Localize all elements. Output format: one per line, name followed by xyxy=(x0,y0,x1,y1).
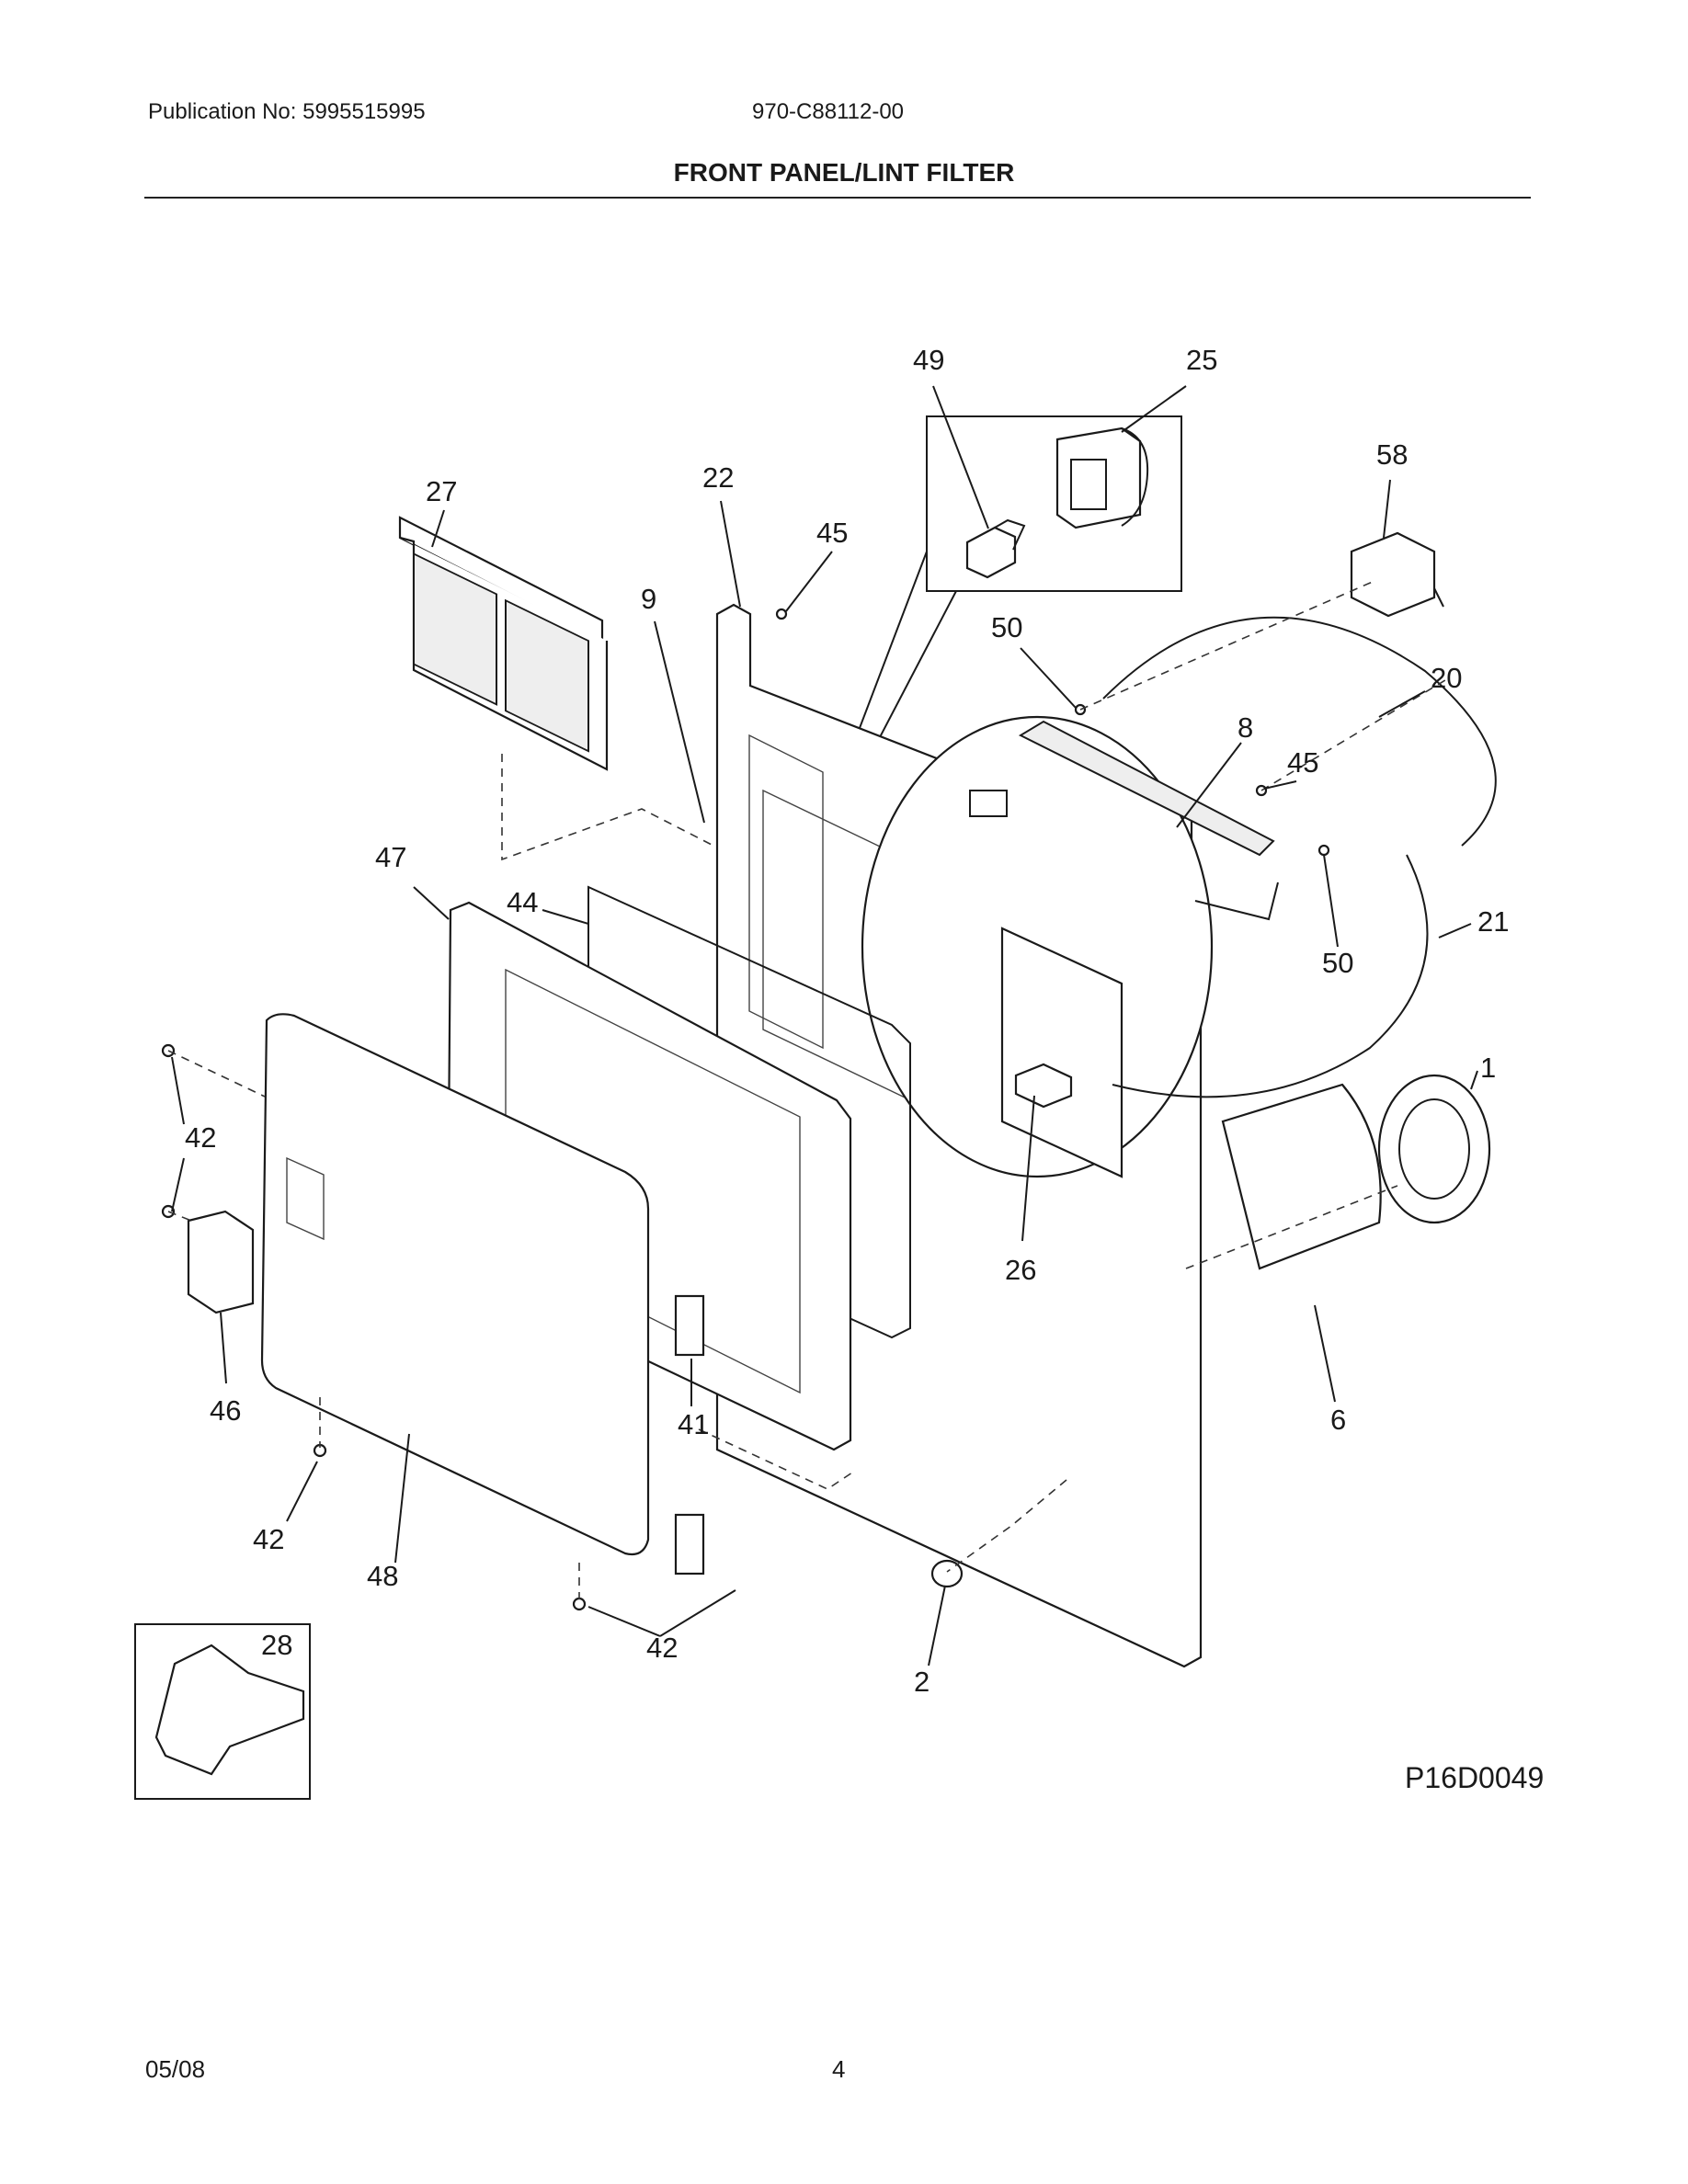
callout-26: 26 xyxy=(1005,1254,1036,1286)
callout-25: 25 xyxy=(1186,344,1217,376)
part-26-switch xyxy=(1014,1063,1073,1109)
model-number: 970-C88112-00 xyxy=(752,99,905,124)
callout-50-upper: 50 xyxy=(991,611,1022,643)
part-41-hinge-upper xyxy=(674,1294,705,1357)
footer-date: 05/08 xyxy=(145,2055,206,2083)
publication-number: Publication No: 5995515995 xyxy=(148,99,426,124)
callout-42-left: 42 xyxy=(185,1121,216,1154)
callout-42-bottom-left: 42 xyxy=(253,1523,284,1555)
part-49-connector xyxy=(965,526,1017,579)
part-20-seal xyxy=(1102,616,1497,847)
part-46-handle xyxy=(187,1210,255,1314)
callout-50-lower: 50 xyxy=(1322,947,1353,979)
callout-41: 41 xyxy=(678,1408,709,1440)
page-title: FRONT PANEL/LINT FILTER xyxy=(673,158,1015,187)
callout-1: 1 xyxy=(1480,1052,1496,1084)
title-rule xyxy=(144,197,1531,199)
callout-2: 2 xyxy=(914,1666,930,1698)
callout-28: 28 xyxy=(261,1629,292,1661)
part-41-hinge-lower xyxy=(674,1513,705,1575)
callout-9: 9 xyxy=(641,583,656,615)
callout-27: 27 xyxy=(426,475,457,507)
callout-47: 47 xyxy=(375,841,406,873)
screw-45-a xyxy=(775,608,788,620)
diagram-code: P16D0049 xyxy=(1405,1761,1545,1794)
part-2-foot xyxy=(930,1559,964,1588)
part-27-lint-filter xyxy=(398,516,609,771)
callout-45-right: 45 xyxy=(1287,746,1318,779)
callout-48: 48 xyxy=(367,1560,398,1592)
callout-44: 44 xyxy=(507,886,538,918)
part-8-lint-housing xyxy=(1018,720,1275,857)
part-25-housing xyxy=(1055,427,1142,529)
callout-6: 6 xyxy=(1330,1404,1346,1436)
callout-58: 58 xyxy=(1376,438,1408,471)
callout-20: 20 xyxy=(1431,662,1462,694)
callout-49: 49 xyxy=(913,344,944,376)
page-number: 4 xyxy=(832,2055,846,2083)
screw-50-b xyxy=(1317,844,1330,857)
part-21-seal xyxy=(1112,854,1429,1098)
part-48-outer-door xyxy=(260,1013,650,1556)
screw-42-d xyxy=(572,1597,587,1611)
part-1-ring xyxy=(1377,1074,1491,1224)
inset-box-28 xyxy=(134,1623,311,1800)
callout-21: 21 xyxy=(1477,905,1509,938)
callout-42-bottom: 42 xyxy=(646,1632,678,1664)
callout-22: 22 xyxy=(702,461,734,494)
part-6-duct xyxy=(1221,1083,1382,1270)
part-58-thermostat xyxy=(1350,531,1436,618)
callout-45-upper: 45 xyxy=(816,517,848,549)
callout-8: 8 xyxy=(1237,711,1253,744)
callout-46: 46 xyxy=(210,1394,241,1427)
